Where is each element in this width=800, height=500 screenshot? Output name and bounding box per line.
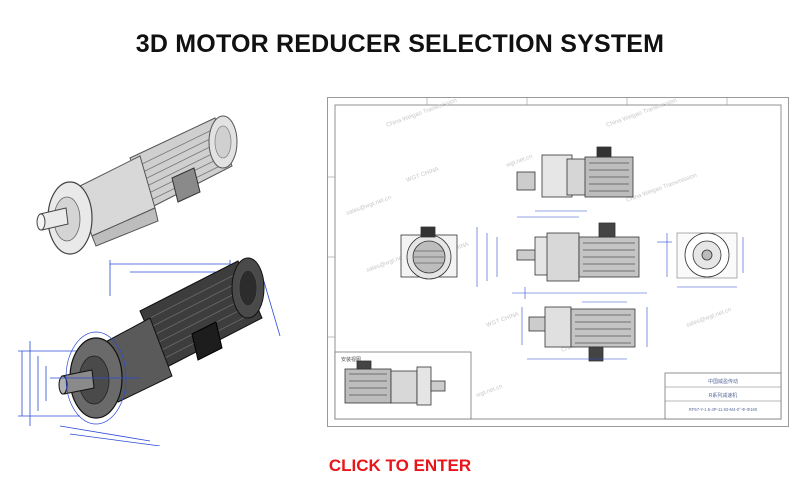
enter-link-wrapper: CLICK TO ENTER [0,456,800,476]
gear-motor-dimensioned-icon [18,257,281,446]
dimension-lines [476,210,672,303]
technical-drawing: China Weigao Transmission China Weigao T… [327,97,789,427]
gear-motor-3d-icon [36,115,238,255]
page-title: 3D MOTOR REDUCER SELECTION SYSTEM [135,30,665,58]
bottom-view [521,306,648,362]
title-block-series: R系列减速机 [709,392,738,399]
title-block-model: RF57-Y-1.5-4P-11.93-M4-0°-Φ-Φ160 [689,407,758,412]
end-view [666,232,744,288]
click-to-enter-button[interactable]: CLICK TO ENTER [328,456,472,475]
installation-inset: 安装视图 [334,351,472,420]
motor-renders [18,115,281,446]
inset-label: 安装视图 [341,356,361,363]
title-block-company: 中国威盈传动 [708,378,738,385]
side-view [516,222,640,282]
front-view [400,226,458,280]
title-block: 中国威盈传动 R系列减速机 RF57-Y-1.5-4P-11.93-M4-0°-… [664,372,782,420]
top-view [516,146,634,198]
